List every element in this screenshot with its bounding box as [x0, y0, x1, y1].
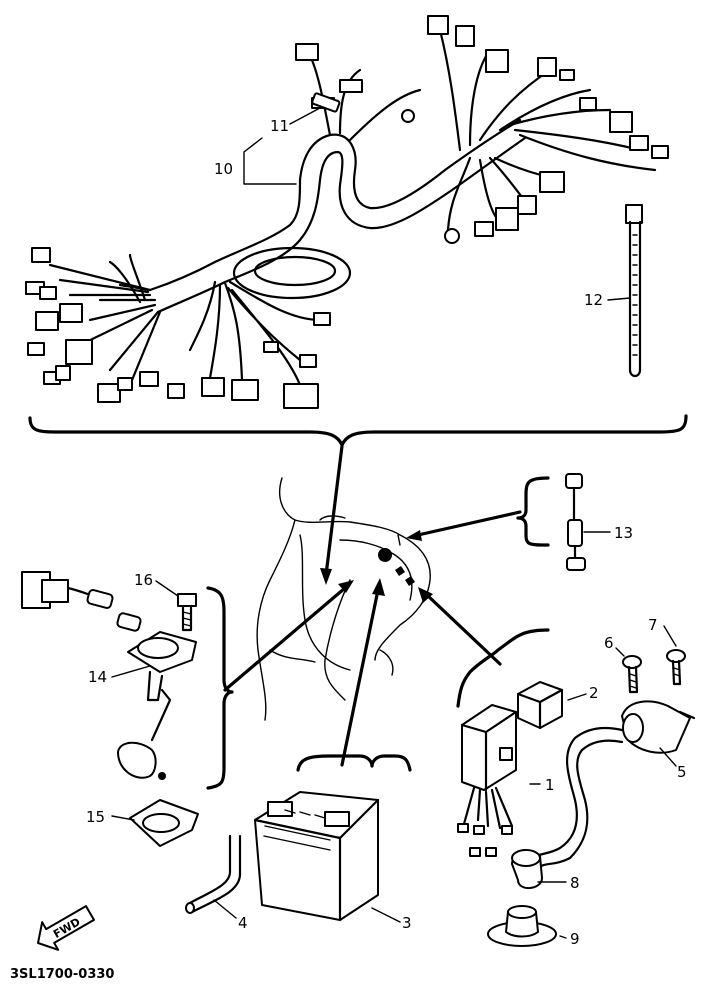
bolt-16-drawing	[177, 593, 197, 632]
vent-hose-drawing	[185, 834, 242, 914]
switch-group-brace	[516, 476, 550, 547]
part-label-7: 7	[648, 616, 658, 634]
part-label-13: 13	[614, 524, 633, 542]
fuel-sender-drawing	[21, 571, 197, 780]
forward-direction-arrow: FWD	[37, 905, 95, 951]
part-label-12: 12	[584, 291, 603, 309]
battery-drawing	[253, 791, 380, 922]
fuse-drawing	[311, 92, 341, 113]
cdi-unit-drawing	[457, 704, 518, 857]
fuel-sender-group-brace	[206, 586, 234, 790]
part-label-3: 3	[402, 914, 412, 932]
part-label-6: 6	[604, 634, 614, 652]
ignition-coil-drawing	[528, 700, 696, 870]
switch-pointer	[416, 510, 522, 537]
part-label-2: 2	[589, 684, 599, 702]
gasket-drawing	[129, 799, 199, 847]
part-label-15: 15	[86, 808, 105, 826]
switch-part-drawing	[565, 473, 586, 571]
part-label-9: 9	[570, 930, 580, 948]
cdi-pointer	[425, 593, 502, 666]
fuel-sender-pointer	[223, 586, 347, 692]
part-label-10: 10	[214, 160, 233, 178]
harness-group-brace	[28, 414, 688, 447]
plug-cap-drawing	[511, 849, 543, 889]
cable-tie-drawing	[625, 204, 643, 378]
part-label-11: 11	[270, 117, 289, 135]
part-label-16: 16	[134, 571, 153, 589]
cap-cover-drawing	[487, 905, 557, 947]
part-label-4: 4	[238, 914, 248, 932]
part-label-8: 8	[570, 874, 580, 892]
diagram-code: 3SL1700-0330	[10, 967, 114, 982]
battery-group-brace	[296, 754, 412, 772]
bolt-6-drawing	[622, 655, 642, 694]
leader-lines	[111, 107, 677, 939]
harness-pointer-arrow	[324, 444, 344, 577]
part-label-5: 5	[677, 763, 687, 781]
battery-pointer	[340, 588, 380, 767]
part-label-14: 14	[88, 668, 107, 686]
part-label-1: 1	[545, 776, 555, 794]
cdi-group-brace	[456, 628, 550, 708]
relay-drawing	[516, 681, 564, 730]
scooter-frame-outline	[256, 477, 431, 721]
wire-harness-drawing	[25, 15, 669, 409]
bolt-7-drawing	[666, 649, 686, 686]
